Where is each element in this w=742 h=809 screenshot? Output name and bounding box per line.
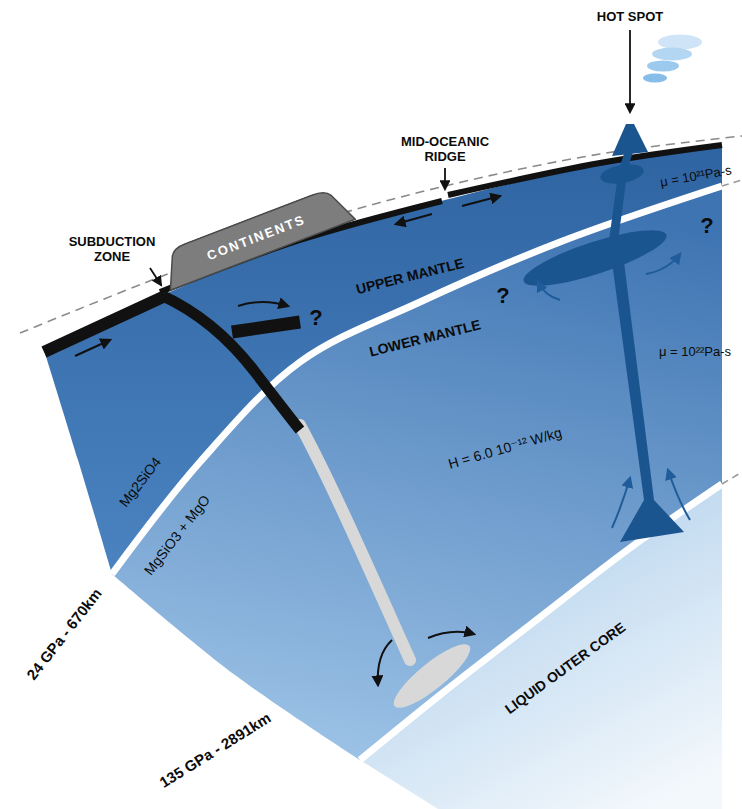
boundary-extension — [722, 180, 742, 186]
callout-label: HOT SPOT — [597, 10, 663, 25]
island-chain — [658, 35, 702, 50]
leader-arrow — [444, 168, 446, 189]
plume-head — [519, 220, 672, 297]
leader-arrow — [629, 30, 631, 112]
flow-arrow — [396, 214, 432, 224]
boundary-extension — [722, 472, 742, 484]
question-mark: ? — [309, 305, 322, 330]
island-chain — [647, 61, 679, 72]
flow-arrow — [462, 196, 500, 206]
callout-label-text: MID-OCEANIC RIDGE — [401, 134, 489, 164]
subducting-slab — [163, 296, 300, 430]
plume-stem — [612, 262, 684, 542]
plume-neck — [612, 178, 622, 252]
question-mark-text: ? — [496, 283, 509, 308]
plume-flow-arrow — [538, 282, 560, 300]
callout-label-text: SUBDUCTION ZONE — [69, 234, 156, 264]
continent-shape — [157, 184, 355, 290]
island-chain — [652, 48, 692, 61]
callout-label: MID-OCEANIC RIDGE — [392, 135, 498, 165]
plume-flow-arrow — [646, 254, 680, 274]
viscosity-label: μ = 10²²Pa-s — [659, 345, 731, 360]
flow-arrow — [428, 632, 474, 638]
flow-arrow — [75, 340, 110, 356]
island-chain — [643, 74, 667, 83]
callout-label-text: HOT SPOT — [597, 9, 663, 24]
descending-plume — [300, 425, 410, 660]
callout-label: SUBDUCTION ZONE — [63, 235, 161, 265]
question-mark: ? — [700, 213, 713, 238]
depth-label: 135 GPa - 2891km — [156, 709, 273, 791]
flow-arrow — [378, 640, 392, 685]
flow-arrow — [238, 302, 288, 306]
question-mark: ? — [496, 283, 509, 308]
stagnant-slab — [232, 322, 300, 332]
question-mark-text: ? — [309, 305, 322, 330]
leader-arrow — [150, 268, 161, 285]
hotspot-volcano — [612, 124, 648, 156]
depth-label-text: 24 GPa - 670km — [23, 585, 105, 683]
surface-dashed-line — [20, 136, 742, 333]
plume-flow-arrow — [668, 470, 690, 520]
depth-label-text: 135 GPa - 2891km — [156, 709, 273, 791]
slab-graveyard — [387, 636, 478, 717]
question-mark-text: ? — [700, 213, 713, 238]
viscosity-label-text: μ = 10²²Pa-s — [659, 344, 731, 359]
plume-flow-arrow — [612, 478, 630, 528]
depth-label: 24 GPa - 670km — [23, 585, 105, 683]
